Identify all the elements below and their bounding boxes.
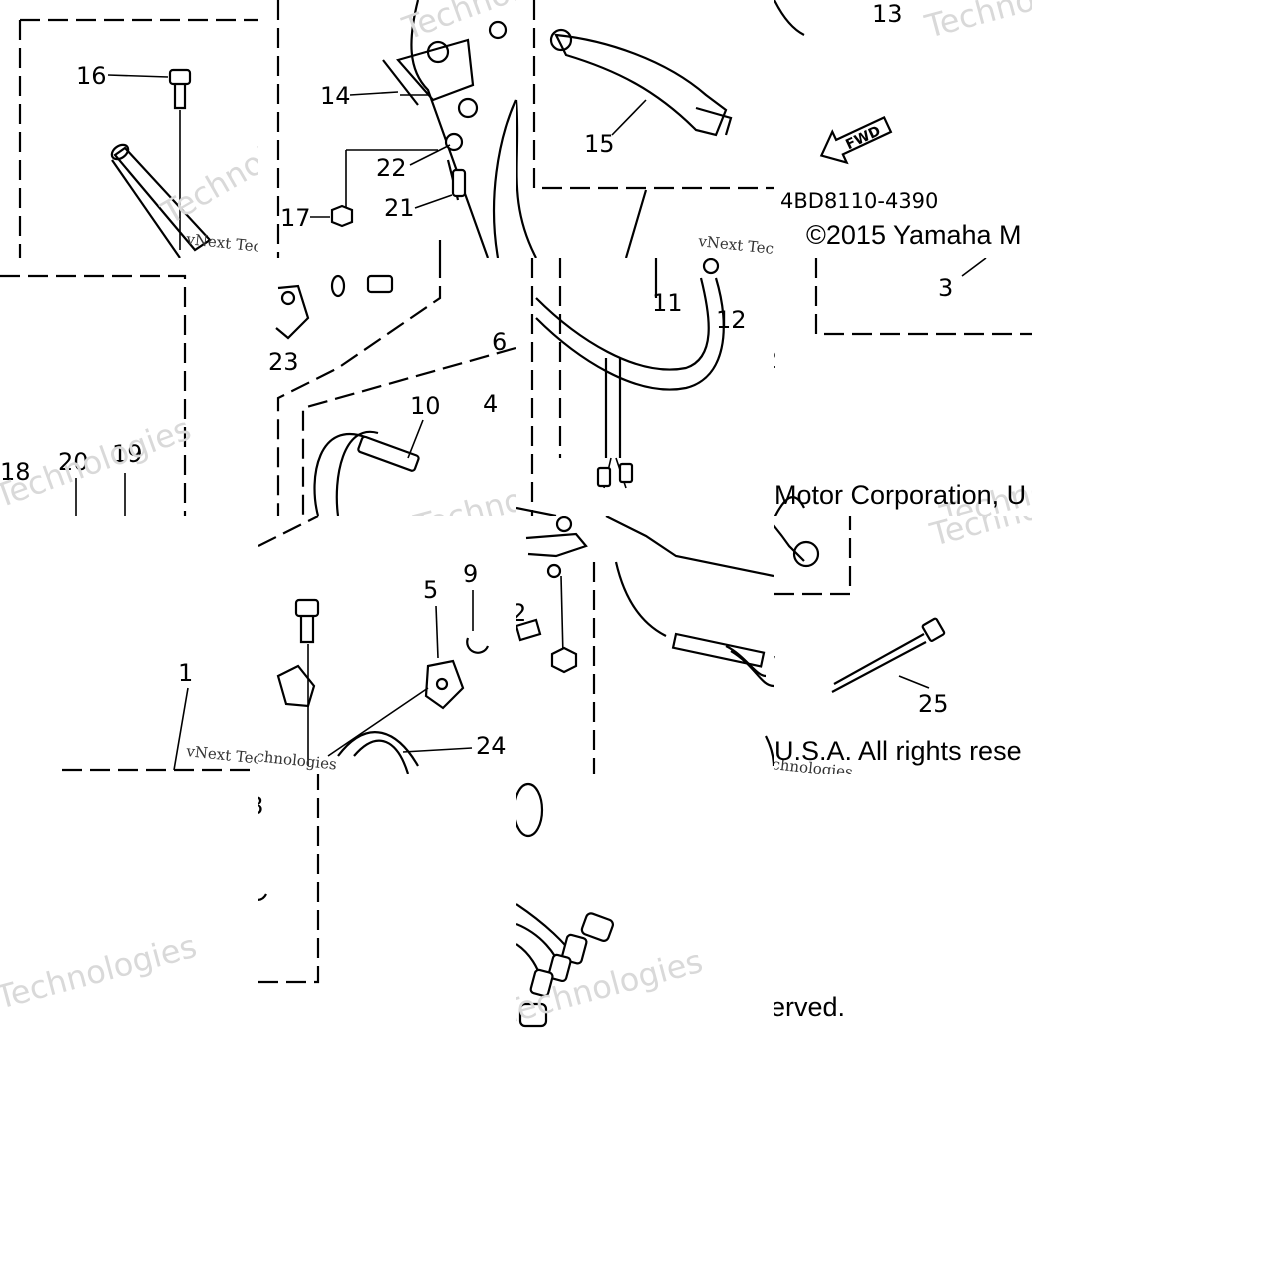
- diagram-tile-row3-mid-right: 2: [516, 516, 774, 774]
- fwd-arrow-icon: FWD: [819, 116, 893, 165]
- watermark: Technologies: [925, 516, 1032, 554]
- diagram-tile-row2-mid-right: 11 12: [516, 258, 774, 516]
- watermark: Technologies: [516, 942, 707, 1032]
- copyright-fragment-4: erved.: [774, 992, 846, 1022]
- watermark: Technologies: [920, 0, 1032, 46]
- callout-25: 25: [918, 690, 949, 718]
- callout-21: 21: [384, 194, 415, 222]
- watermark: Technologies: [0, 927, 201, 1017]
- watermark: Technologies: [154, 96, 258, 232]
- callout-4: 4: [483, 390, 498, 418]
- callout-2-lower: 2: [516, 599, 526, 627]
- diagram-tile-top-mid-left: 14 22 21 17 Technologies: [258, 0, 516, 258]
- callout-2: 2: [774, 346, 777, 374]
- callout-14: 14: [320, 82, 351, 110]
- watermark-small: vNext Technologies: [185, 230, 258, 258]
- callout-22: 22: [376, 154, 407, 182]
- callout-19: 19: [112, 440, 143, 468]
- diagram-tile-top-right: 13 FWD 4BD8110-4390 Technologies ©2015 Y…: [774, 0, 1032, 258]
- callout-16: 16: [76, 62, 107, 90]
- callout-12: 12: [716, 306, 747, 334]
- callout-3: 3: [938, 274, 953, 302]
- part-code: 4BD8110-4390: [780, 189, 938, 213]
- callout-15: 15: [584, 130, 615, 158]
- diagram-tile-bottom-left: Technologies: [0, 774, 258, 1032]
- callout-17: 17: [280, 204, 311, 232]
- copyright-fragment-2: Motor Corporation, U: [774, 480, 1027, 510]
- callout-23: 23: [268, 348, 299, 376]
- watermark-small: vNext Technologies: [697, 232, 774, 258]
- watermark: Technologies: [409, 456, 516, 516]
- callout-11: 11: [652, 289, 683, 317]
- copyright-fragment-1: ©2015 Yamaha M: [806, 220, 1022, 250]
- callout-8: 8: [258, 792, 263, 820]
- diagram-tile-row2-right: 3 2 7 Technologies Motor Corporation, U: [774, 258, 1032, 516]
- diagram-tile-bottom-mid-right: Technologies: [516, 774, 774, 1032]
- watermark: Technologies: [397, 0, 516, 48]
- callout-18: 18: [0, 458, 31, 486]
- callout-5: 5: [423, 576, 438, 604]
- callout-13: 13: [872, 0, 903, 28]
- callout-7: 7: [774, 380, 775, 408]
- callout-20: 20: [58, 448, 89, 476]
- diagram-tile-bottom-right: erved.: [774, 774, 1032, 1032]
- diagram-tile-row3-mid-left: 5 9 24 vNext Technologies: [258, 516, 516, 774]
- callout-9: 9: [463, 560, 478, 588]
- callout-10: 10: [410, 392, 441, 420]
- copyright-fragment-3: U.S.A. All rights rese: [774, 736, 1022, 766]
- diagram-tile-row3-right: 25 vNext Technologies Technologies U.S.A…: [774, 516, 1032, 774]
- callout-6: 6: [492, 328, 507, 356]
- diagram-tile-row2-mid-left: 23 10 4 6 Technologies: [258, 258, 516, 516]
- diagram-tile-bottom-mid-left: 8: [258, 774, 516, 1032]
- diagram-tile-top-mid-right: 15 vNext Technologies: [516, 0, 774, 258]
- diagram-tile-top-left: 16 Technologies vNext Technologies: [0, 0, 258, 258]
- callout-24: 24: [476, 732, 507, 760]
- watermark-small: vNext Technologies: [258, 740, 338, 774]
- diagram-tile-row2-left: 18 20 19 Technologies: [0, 258, 258, 516]
- callout-1: 1: [178, 659, 193, 687]
- diagram-tile-row3-left: 1 vNext Technologies: [0, 516, 258, 774]
